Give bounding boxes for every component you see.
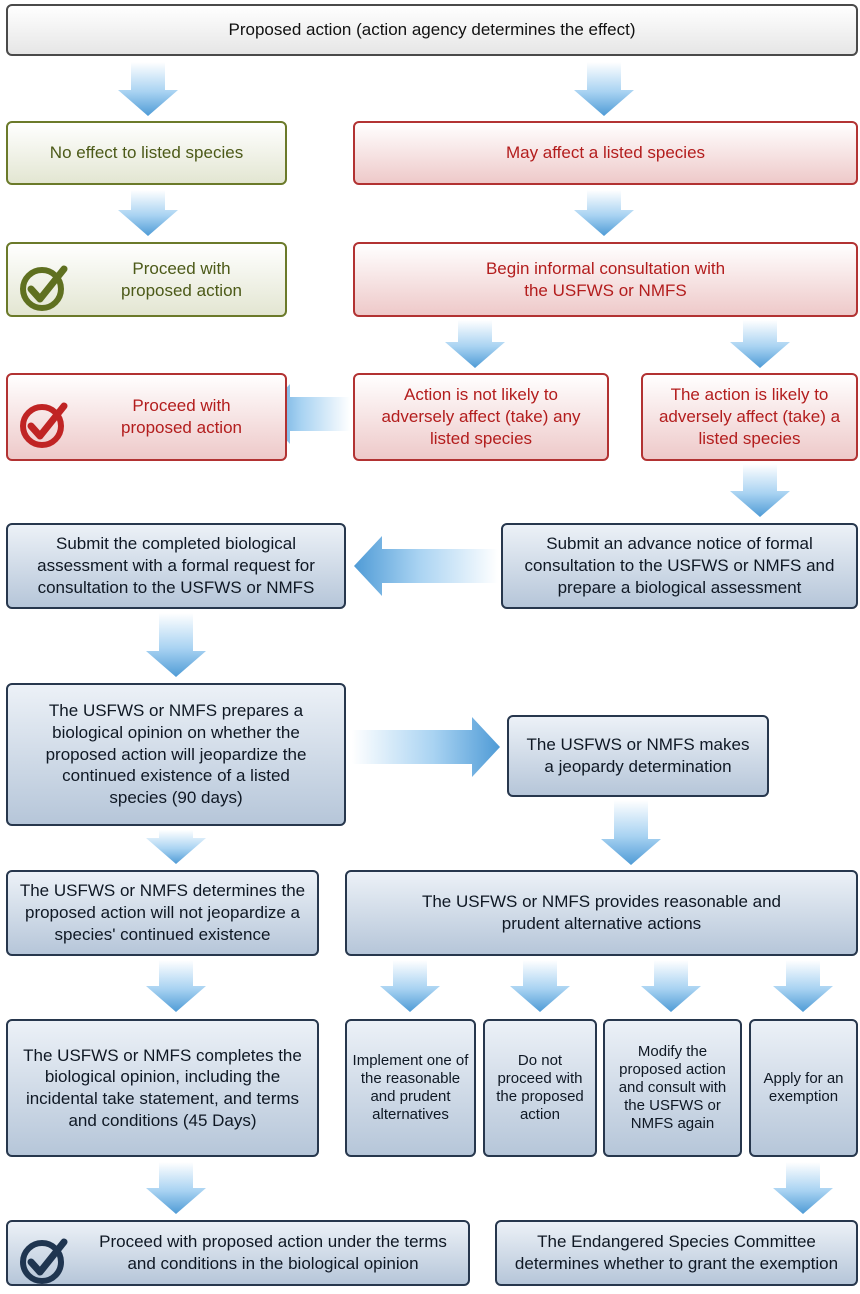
- proceed-red-text: Proceed with proposed action: [121, 396, 242, 437]
- proceed-green-box: Proceed with proposed action: [6, 242, 287, 317]
- arrow-down: [773, 1162, 833, 1214]
- arrow-down: [146, 960, 206, 1012]
- arrow-down: [574, 62, 634, 116]
- submit-advance-box: Submit an advance notice of formal consu…: [501, 523, 858, 609]
- arrow-down: [601, 800, 661, 865]
- committee-text: The Endangered Species Committee determi…: [514, 1232, 839, 1273]
- check-icon: [18, 239, 72, 321]
- jeopardy-determination-box: The USFWS or NMFS makes a jeopardy deter…: [507, 715, 769, 797]
- do-not-proceed-text: Do not proceed with the proposed action: [496, 1052, 584, 1123]
- arrow-right: [352, 717, 500, 777]
- begin-informal-box: Begin informal consultation with the USF…: [353, 242, 858, 317]
- begin-informal-text: Begin informal consultation with the USF…: [485, 258, 726, 300]
- arrow-down: [146, 613, 206, 677]
- likely-text: The action is likely to adversely affect…: [658, 385, 841, 448]
- jeopardy-determination-text: The USFWS or NMFS makes a jeopardy deter…: [526, 735, 750, 776]
- provides-alternatives-text: The USFWS or NMFS provides reasonable an…: [421, 892, 782, 933]
- proceed-red-box: Proceed with proposed action: [6, 373, 287, 461]
- modify-text: Modify the proposed action and consult w…: [618, 1043, 727, 1132]
- arrow-down: [574, 190, 634, 236]
- provides-alternatives-box: The USFWS or NMFS provides reasonable an…: [345, 870, 858, 956]
- not-jeopardize-box: The USFWS or NMFS determines the propose…: [6, 870, 319, 956]
- not-likely-box: Action is not likely to adversely affect…: [353, 373, 609, 461]
- arrow-down: [146, 830, 206, 864]
- arrow-down: [445, 320, 505, 368]
- arrow-down: [146, 1162, 206, 1214]
- arrow-down: [380, 960, 440, 1012]
- check-icon: [18, 376, 72, 458]
- likely-box: The action is likely to adversely affect…: [641, 373, 858, 461]
- not-likely-text: Action is not likely to adversely affect…: [381, 385, 581, 448]
- prepares-opinion-text: The USFWS or NMFS prepares a biological …: [45, 701, 307, 808]
- check-icon: [18, 1212, 72, 1294]
- proposed-action-box: Proposed action (action agency determine…: [6, 4, 858, 56]
- completes-opinion-box: The USFWS or NMFS completes the biologic…: [6, 1019, 319, 1157]
- proceed-terms-box: Proceed with proposed action under the t…: [6, 1220, 470, 1286]
- submit-completed-text: Submit the completed biological assessme…: [37, 534, 315, 597]
- may-affect-text: May affect a listed species: [505, 143, 706, 163]
- arrow-down: [118, 190, 178, 236]
- apply-exemption-text: Apply for an exemption: [763, 1070, 844, 1105]
- arrow-down: [641, 960, 701, 1012]
- completes-opinion-text: The USFWS or NMFS completes the biologic…: [23, 1045, 302, 1130]
- prepares-opinion-box: The USFWS or NMFS prepares a biological …: [6, 683, 346, 826]
- may-affect-box: May affect a listed species: [353, 121, 858, 185]
- arrow-down: [118, 62, 178, 116]
- no-effect-text: No effect to listed species: [49, 143, 244, 163]
- no-effect-box: No effect to listed species: [6, 121, 287, 185]
- implement-one-text: Implement one of the reasonable and prud…: [352, 1052, 469, 1123]
- arrow-left: [354, 536, 498, 596]
- implement-one-box: Implement one of the reasonable and prud…: [345, 1019, 476, 1157]
- proposed-action-text: Proposed action (action agency determine…: [228, 20, 636, 40]
- arrow-down: [510, 960, 570, 1012]
- arrow-down: [730, 464, 790, 517]
- do-not-proceed-box: Do not proceed with the proposed action: [483, 1019, 597, 1157]
- arrow-down: [773, 960, 833, 1012]
- proceed-green-text: Proceed with proposed action: [121, 258, 242, 300]
- arrow-down: [730, 320, 790, 368]
- committee-box: The Endangered Species Committee determi…: [495, 1220, 858, 1286]
- apply-exemption-box: Apply for an exemption: [749, 1019, 858, 1157]
- submit-completed-box: Submit the completed biological assessme…: [6, 523, 346, 609]
- submit-advance-text: Submit an advance notice of formal consu…: [524, 534, 835, 597]
- proceed-terms-text: Proceed with proposed action under the t…: [99, 1232, 447, 1273]
- modify-box: Modify the proposed action and consult w…: [603, 1019, 742, 1157]
- not-jeopardize-text: The USFWS or NMFS determines the propose…: [19, 881, 306, 944]
